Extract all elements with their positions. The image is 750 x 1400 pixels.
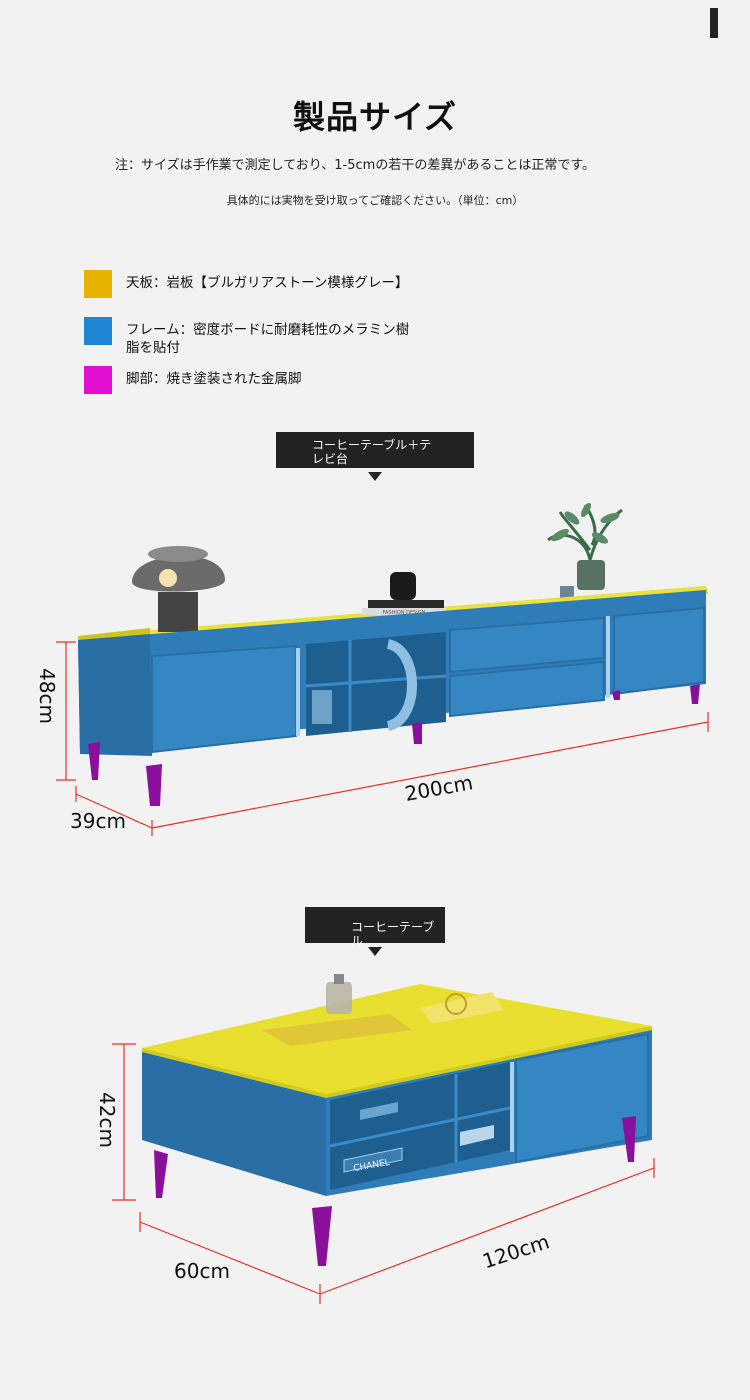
- caret-down-icon: [368, 947, 382, 956]
- legend-text-legs: 脚部：焼き塗装された金属脚: [126, 371, 302, 387]
- coffee-table-illustration: CHANEL 42cm 60cm 120cm: [95, 974, 655, 1304]
- legend-text-frame: フレーム：密度ボードに耐磨耗性のメラミン樹脂を貼付: [126, 322, 410, 356]
- legend-item-legs: 脚部：焼き塗装された金属脚: [84, 366, 444, 396]
- legs: [154, 1116, 636, 1266]
- depth-label: 60cm: [174, 1259, 230, 1283]
- svg-text:FASHION DESIGN: FASHION DESIGN: [383, 610, 426, 616]
- swatch-yellow: [84, 270, 112, 298]
- unit-note: 具体的には実物を受け取ってご確認ください。（単位：cm）: [226, 194, 524, 207]
- swatch-magenta: [84, 366, 112, 394]
- legend-text-top: 天板：岩板【ブルガリアストーン模様グレー】: [126, 275, 409, 291]
- measurement-note: 注：サイズは手作業で測定しており、1-5cmの若干の差異があることは正常です。: [114, 158, 596, 173]
- caret-down-icon: [368, 472, 382, 481]
- tv-stand-illustration: FASHION DESIGN 48cm 39cm 200cm: [35, 502, 709, 836]
- legs: [88, 684, 700, 806]
- dimension-lines: [56, 641, 709, 836]
- dimension-lines: [112, 1043, 655, 1304]
- width-label: 120cm: [479, 1229, 552, 1273]
- height-label: 42cm: [95, 1092, 119, 1148]
- width-label: 200cm: [403, 770, 475, 806]
- books-decoration: FASHION DESIGN: [362, 572, 446, 616]
- corner-mark: [710, 8, 718, 38]
- plant-decoration: [547, 502, 623, 598]
- legend-item-frame: フレーム：密度ボードに耐磨耗性のメラミン樹脂を貼付: [84, 317, 444, 357]
- tray-decoration: [262, 974, 504, 1046]
- height-label: 48cm: [35, 668, 59, 724]
- product-label-tv-set: コーヒーテーブル＋テレビ台: [276, 432, 474, 468]
- swatch-blue: [84, 317, 112, 345]
- lamp-decoration: [132, 546, 225, 632]
- page-title: 製品サイズ: [292, 98, 458, 136]
- product-label-coffee-table: コーヒーテーブル: [305, 907, 445, 948]
- legend-item-top: 天板：岩板【ブルガリアストーン模様グレー】: [84, 270, 444, 300]
- depth-label: 39cm: [70, 809, 126, 833]
